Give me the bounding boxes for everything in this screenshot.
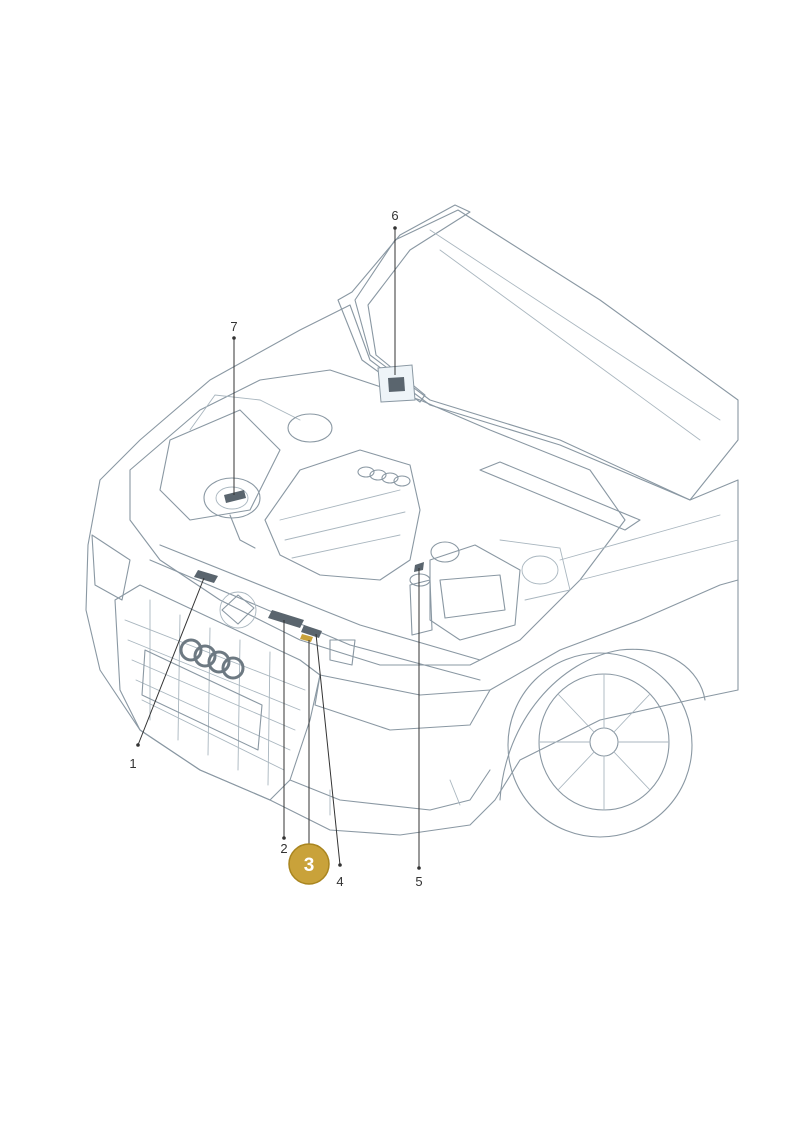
label-3-sticker-highlighted [300, 634, 313, 642]
label-4-sticker [301, 625, 322, 638]
leader-lines [136, 226, 421, 870]
callout-1: 1 [129, 756, 136, 771]
air-filter-housing [203, 477, 261, 519]
callout-4: 4 [336, 874, 343, 889]
right-headlight [314, 674, 491, 731]
callout-numbers: 1 2 4 5 6 7 3 [129, 208, 422, 889]
label-2-sticker [268, 610, 304, 628]
callout-3-badge[interactable]: 3 [288, 843, 330, 885]
callout-6: 6 [391, 208, 398, 223]
front-wheel [507, 652, 693, 838]
engine-cover-rings-logo-icon [357, 466, 411, 487]
front-four-rings-logo-icon [179, 638, 245, 680]
engine-cover [264, 449, 421, 581]
label-1-sticker [194, 570, 218, 583]
callout-2: 2 [280, 841, 287, 856]
callout-5: 5 [415, 874, 422, 889]
car-illustration [85, 204, 739, 838]
left-headlight [91, 534, 131, 601]
label-7-sticker [224, 490, 246, 503]
wheel-arch [499, 648, 706, 801]
callout-7: 7 [230, 319, 237, 334]
label-6-inner [388, 377, 405, 392]
label-5-sticker [414, 562, 424, 572]
windshield [354, 209, 739, 501]
callout-3: 3 [304, 855, 315, 876]
label-markers [194, 364, 424, 642]
